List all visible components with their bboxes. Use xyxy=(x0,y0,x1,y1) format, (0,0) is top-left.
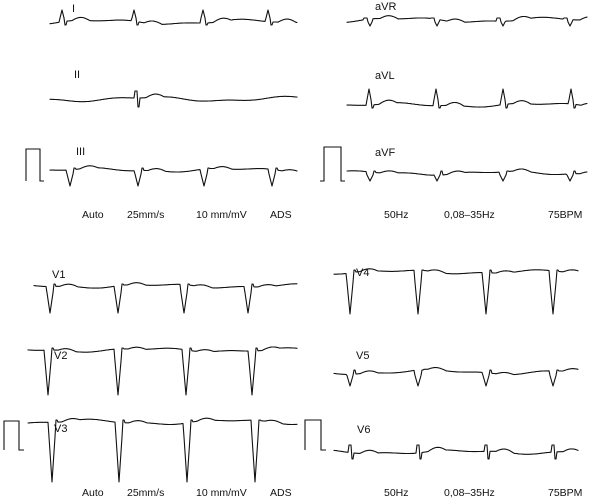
bottom-rate-text: 75BPM xyxy=(548,487,583,499)
lead-label-III: III xyxy=(76,146,86,158)
top-gain-text: 10 mm/mV xyxy=(196,209,247,221)
top-speed-text: 25mm/s xyxy=(127,209,165,221)
lead-label-V5: V5 xyxy=(356,350,370,362)
ecg-trace-II xyxy=(49,90,298,108)
bottom-mains-text: 50Hz xyxy=(384,487,409,499)
bottom-speed-text: 25mm/s xyxy=(127,487,165,499)
ecg-trace-aVF xyxy=(346,168,588,182)
bottom-filter-text: ADS xyxy=(270,487,292,499)
ecg-trace-V2 xyxy=(27,346,298,396)
ecg-trace-aVL xyxy=(346,88,588,109)
top-filter-text: ADS xyxy=(270,209,292,221)
ecg-trace-V4 xyxy=(333,268,579,315)
ecg-trace-III xyxy=(49,165,298,187)
top-band-text: 0,08–35Hz xyxy=(444,209,495,221)
bottom-mode-text: Auto xyxy=(82,487,104,499)
top-rate-text: 75BPM xyxy=(548,209,583,221)
top-mode-text: Auto xyxy=(82,209,104,221)
ecg-trace-aVR xyxy=(346,15,588,27)
lead-label-V3: V3 xyxy=(54,423,68,435)
calibration-pulse-top-right xyxy=(320,146,345,182)
ecg-trace-V3 xyxy=(27,417,298,483)
calibration-pulse-bottom-left xyxy=(3,420,24,451)
ecg-trace-I xyxy=(49,9,298,26)
lead-label-aVF: aVF xyxy=(375,147,396,159)
lead-label-aVL: aVL xyxy=(375,70,395,82)
ecg-trace-V1 xyxy=(33,282,298,314)
bottom-band-text: 0,08–35Hz xyxy=(444,487,495,499)
top-mains-text: 50Hz xyxy=(384,209,409,221)
calibration-pulse-bottom-right xyxy=(304,419,326,451)
lead-label-I: I xyxy=(72,3,76,15)
lead-label-V1: V1 xyxy=(52,269,66,281)
lead-label-V6: V6 xyxy=(357,424,371,436)
lead-label-aVR: aVR xyxy=(375,1,397,13)
lead-label-V2: V2 xyxy=(54,350,68,362)
calibration-pulse-top-left xyxy=(25,148,44,182)
ecg-trace-V6 xyxy=(333,444,579,460)
lead-label-V4: V4 xyxy=(356,267,370,279)
bottom-gain-text: 10 mm/mV xyxy=(196,487,247,499)
ecg-trace-V5 xyxy=(333,367,579,387)
lead-label-II: II xyxy=(74,69,81,81)
